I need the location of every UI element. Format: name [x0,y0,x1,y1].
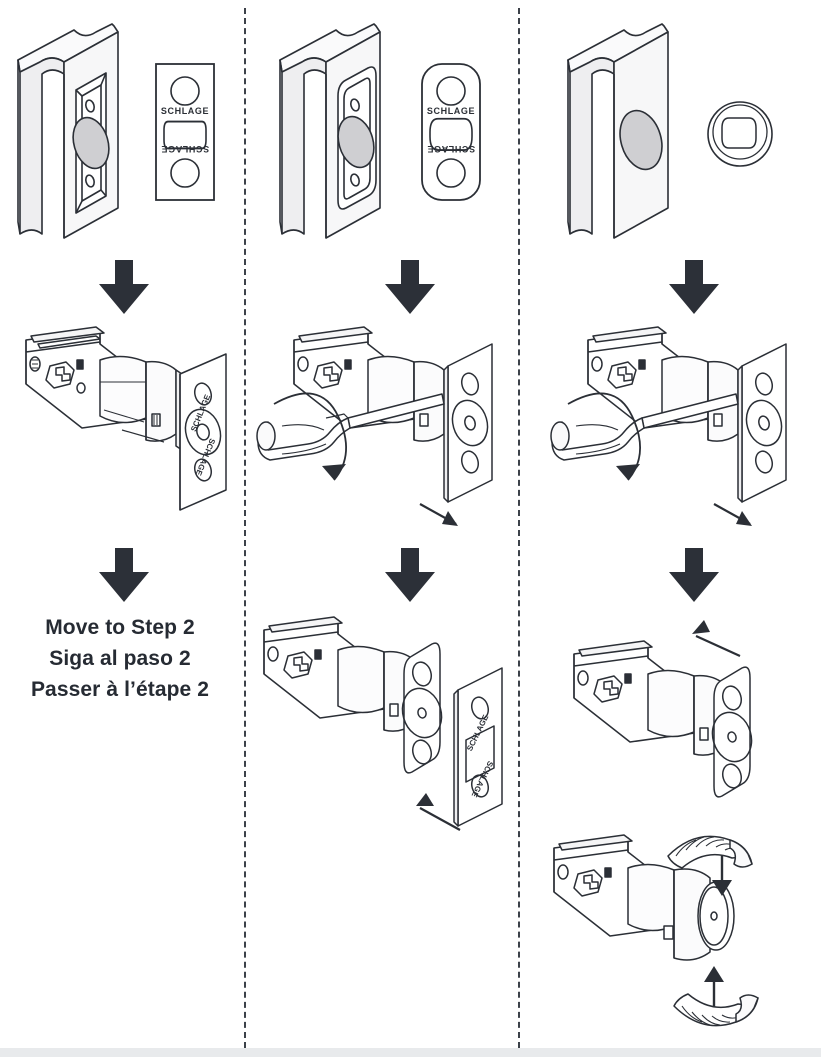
square-corner-faceplate-art: SCHLAGE SCHLAGE [155,63,215,201]
remove-faceplate-screwdriver-art [550,326,787,526]
col3-row6-install-collar [544,834,812,1044]
drive-in-collar-art [707,101,773,167]
remove-faceplate-screwdriver-art [256,326,493,526]
arrow-down-icon [385,260,435,314]
faceplate-mark-bottom: SCHLAGE [427,144,475,154]
arrow-down-icon [669,548,719,602]
arrow-down-icon [385,548,435,602]
column-divider-1 [244,8,246,1048]
arrow-down-icon [99,548,149,602]
door-edge-with-rounded-recess-art [279,23,381,239]
faceplate-push-on-arrowhead [416,793,434,806]
col3-row3-remove-faceplate [536,322,808,537]
col3-arrow-down-2 [666,546,722,604]
arrow-down-icon [99,260,149,314]
col3-arrow-down-1 [666,258,722,316]
faceplate-pull-off-arrowhead [442,511,458,526]
round-corner-faceplate-art: SCHLAGE SCHLAGE [421,63,481,201]
col1-row1-door-and-faceplate [6,18,236,253]
col1-row3-latch-with-faceplate: SCHLAGE SCHLAGE [4,322,236,522]
pry-rotation-arrowhead [322,464,346,480]
column-divider-2 [518,8,520,1048]
col3-row5-latch-no-faceplate [544,614,812,829]
step-message-block: Move to Step 2 Siga al paso 2 Passer à l… [0,612,240,705]
faceplate-pull-off-arrowhead [736,511,752,526]
install-round-faceplate-art: SCHLAGE SCHLAGE [263,616,503,831]
col2-row3-remove-faceplate [252,322,514,537]
door-edge-with-square-recess-art [17,23,119,239]
col2-round-faceplate: SCHLAGE SCHLAGE [416,60,488,205]
collar-lower-insert-arrowhead [704,966,724,982]
page-bottom-bar [0,1048,821,1057]
collar-upper-insert-arrowhead [712,880,732,896]
latch-without-faceplate-art [573,620,753,798]
col2-arrow-down-2 [382,546,438,604]
col1-arrow-down-1 [96,258,152,316]
col3-row1-door-and-collar [556,18,806,253]
col2-row5-install-faceplate: SCHLAGE SCHLAGE [254,612,514,852]
latch-assembly-square-faceplate-art: SCHLAGE SCHLAGE [25,326,227,511]
step-message-line-en: Move to Step 2 [45,616,195,639]
pry-rotation-arrowhead [616,464,640,480]
col2-arrow-down-1 [382,258,438,316]
install-drive-in-collar-art [553,834,759,1027]
col3-drive-in-collar [704,98,776,170]
col1-arrow-down-2 [96,546,152,604]
col2-row1-door-and-faceplate [268,18,498,253]
step-message-line-es: Siga al paso 2 [49,647,191,670]
faceplate-removed-arrowhead [692,620,710,634]
faceplate-mark-bottom: SCHLAGE [161,144,209,154]
faceplate-mark-top: SCHLAGE [161,106,209,116]
door-edge-plain-art [567,23,669,239]
faceplate-mark-top: SCHLAGE [427,106,475,116]
arrow-down-icon [669,260,719,314]
col1-square-faceplate: SCHLAGE SCHLAGE [150,60,222,205]
step-message-line-fr: Passer à l’étape 2 [30,678,210,701]
